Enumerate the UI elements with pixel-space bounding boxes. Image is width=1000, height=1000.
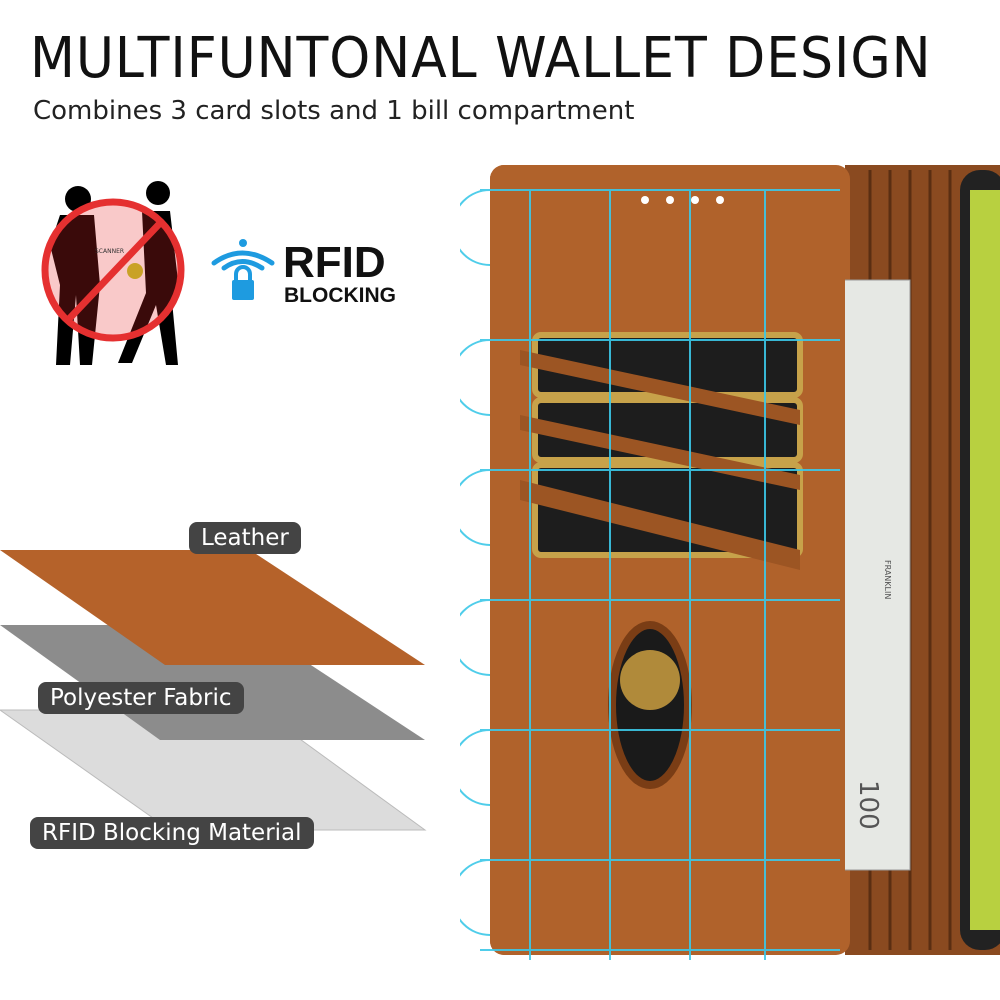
layer-label-fabric: Polyester Fabric [38,682,244,714]
silhouette-people-icon [50,181,178,365]
card-slots [520,332,803,570]
headline: MULTIFUNTONAL WALLET DESIGN [30,26,932,91]
rfid-theft-illustration: SCANNER [41,181,185,365]
leather-layer [0,550,425,665]
rfid-title: RFID [283,238,386,287]
layer-label-rfid: RFID Blocking Material [30,817,314,849]
subheadline: Combines 3 card slots and 1 bill compart… [33,96,635,126]
measurement-grid [460,189,840,960]
bill-value: 100 [853,780,883,830]
wallet-photo: 100 FRANKLIN [460,165,1000,960]
scanner-label: SCANNER [95,248,124,255]
bill-name: FRANKLIN [883,560,892,599]
rfid-wifi-lock-icon [211,239,275,300]
rfid-subtitle: BLOCKING [284,284,396,307]
layer-label-leather: Leather [189,522,301,554]
